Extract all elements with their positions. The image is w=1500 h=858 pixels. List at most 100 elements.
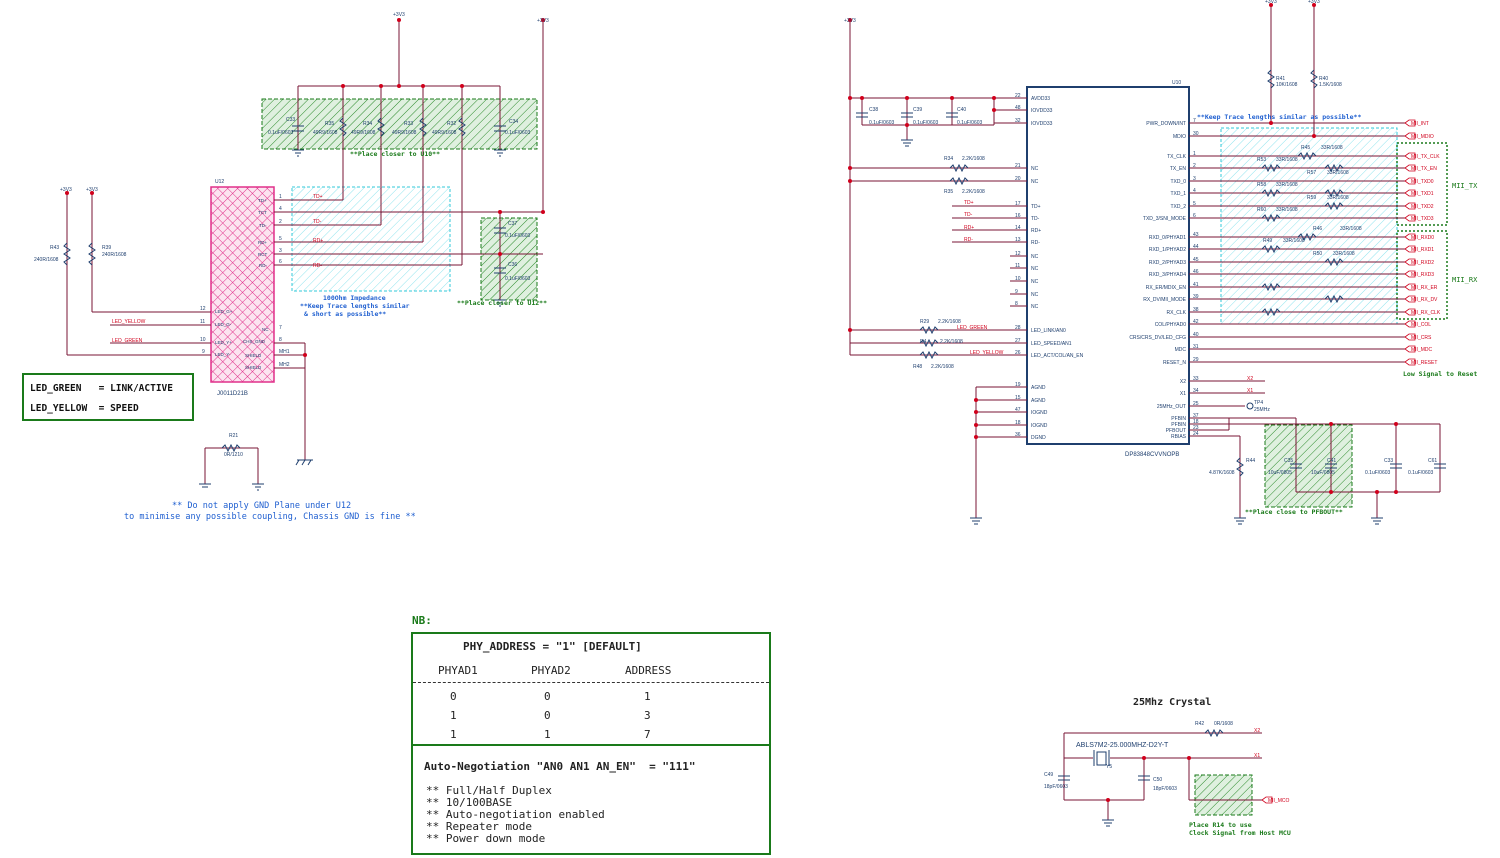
mii-port-marker: [1404, 132, 1416, 140]
legend-line: LED_GREEN = LINK/ACTIVE: [30, 383, 173, 394]
resistor-ref: R21: [229, 433, 238, 439]
resistor-ref: R43: [50, 245, 59, 251]
phy-pin-name: AGND: [1031, 385, 1046, 391]
note-keep-trace-right: **Keep Trace lengths similar as possible…: [1197, 113, 1361, 121]
part-ref: R45: [1301, 145, 1310, 151]
phy-pin-name: NC: [1031, 304, 1039, 310]
phy-pin-number: 26: [1015, 350, 1021, 356]
crystal-part: ABLS7M2-25.000MHZ-D2Y-T: [1076, 742, 1169, 749]
phy-pin-number: 32: [1015, 118, 1021, 124]
phy-chip-u10: [1026, 86, 1190, 445]
mii-port-marker: [1261, 796, 1273, 804]
part-ref: R57: [1307, 170, 1316, 176]
phy-pin-name: RD-: [1031, 240, 1040, 246]
an-item: ** Auto-negotiation enabled: [426, 808, 605, 821]
mii-port-marker: [1404, 258, 1416, 266]
part-value: 2.2K/1608: [962, 189, 985, 195]
part-ref: R35: [944, 189, 953, 195]
part-value: 4.87K/1608: [1209, 470, 1235, 476]
pin-number: 5: [279, 236, 282, 242]
power-label: +3V3: [844, 18, 856, 24]
mii-net-label: MII_RXD0: [1411, 235, 1434, 241]
phy-pin-number: 2: [1193, 163, 1196, 169]
note-gnd-plane: ** Do not apply GND Plane under U12: [172, 501, 351, 511]
phy-pin-name: RXD_0/PHYAD1: [1149, 235, 1186, 241]
part-value: 2.2K/1608: [938, 319, 961, 325]
phy-pin-name: AVDD33: [1031, 96, 1050, 102]
phy-pin-number: 46: [1193, 269, 1199, 275]
mii-net-label: MII_TXD0: [1411, 179, 1434, 185]
phy-pin-number: 39: [1193, 294, 1199, 300]
label-mii-tx: MII_TX: [1452, 182, 1478, 190]
table-cell: 1: [450, 709, 457, 722]
an-item: ** Power down mode: [426, 832, 546, 845]
phy-address-table: PHY_ADDRESS = "1" [DEFAULT] PHYAD1 PHYAD…: [411, 632, 771, 746]
phy-pin-name: NC: [1031, 254, 1039, 260]
part-ref: C49: [1044, 772, 1053, 778]
phy-pin-number: 10: [1015, 276, 1021, 282]
mii-net-label: MII_TX_CLK: [1411, 154, 1440, 160]
mii-port-marker: [1404, 245, 1416, 253]
resistor-value: 240R/1608: [34, 257, 59, 263]
part-ref: R4: [920, 339, 927, 345]
phy-pin-name: X2: [1180, 379, 1186, 385]
net-label: TD-: [313, 219, 322, 225]
part-ref: R33: [404, 121, 413, 127]
mii-net-label: MII_MCO: [1268, 798, 1290, 804]
net-label: RD-: [313, 263, 322, 269]
mii-port-marker: [1404, 333, 1416, 341]
part-ref: R59: [1307, 195, 1316, 201]
pin-name: LED_G+: [215, 309, 233, 314]
mii-net-label: MII_RX_CLK: [1411, 310, 1441, 316]
pin-number: 2: [279, 219, 282, 225]
phy-wires: [849, 5, 1441, 820]
pin-number: 12: [200, 306, 206, 312]
part-ref: R44: [1246, 458, 1255, 464]
pin-number: 6: [279, 259, 282, 265]
phy-pin-name: TXD_1: [1170, 191, 1186, 197]
left-wires: [66, 20, 544, 484]
an-item: ** Full/Half Duplex: [426, 784, 552, 797]
part-ref: C34: [509, 119, 518, 125]
power-label: +3V3: [1265, 0, 1277, 5]
mii-net-label: MII_RX_DV: [1411, 297, 1438, 303]
phy-ref: U10: [1172, 80, 1181, 86]
table-cell: 0: [544, 709, 551, 722]
phy-pin-number: 6: [1193, 213, 1196, 219]
phy-pin-name: RD+: [1031, 228, 1041, 234]
pin-name: SHIELD: [245, 353, 262, 358]
phy-pin-number: 41: [1193, 282, 1199, 288]
part-ref: C38: [869, 107, 878, 113]
crystal-ref: Y5: [1106, 764, 1112, 770]
part-ref: R42: [1195, 721, 1204, 727]
phy-pin-number: 8: [1015, 301, 1018, 307]
table-cell: 0: [544, 690, 551, 703]
phy-grounds: [901, 139, 1383, 827]
resistor-ref: R39: [102, 245, 111, 251]
net-label: X2: [1254, 728, 1260, 734]
table-header: ADDRESS: [625, 664, 672, 677]
phy-pin-name: AGND: [1031, 398, 1046, 404]
phy-pin-number: 9: [1015, 289, 1018, 295]
part-ref: R29: [920, 319, 929, 325]
phy-pin-name: RX_ER/MDIX_EN: [1146, 285, 1187, 291]
part-ref: R34: [363, 121, 372, 127]
phy-pin-name: LED_ACT/COL/AN_EN: [1031, 353, 1084, 359]
part-ref: C36: [508, 262, 517, 268]
part-ref: R60: [1257, 207, 1266, 213]
mii-port-marker: [1404, 119, 1416, 127]
pin-number: 11: [200, 319, 205, 325]
an-title: Auto-Negotiation "AN0 AN1 AN_EN" = "111": [424, 760, 696, 773]
mii-net-label: MII_MDIO: [1411, 134, 1434, 140]
part-value: 49R9/1608: [351, 130, 376, 136]
phy-pin-name: TD+: [1031, 204, 1041, 210]
mii-net-label: MII_MDC: [1411, 347, 1433, 353]
an-item: ** Repeater mode: [426, 820, 532, 833]
part-ref: R53: [1257, 157, 1266, 163]
part-ref: R58: [1257, 182, 1266, 188]
phy-pin-name: TD-: [1031, 216, 1040, 222]
part-ref: C40: [957, 107, 966, 113]
phy-pin-name: RX_CLK: [1167, 310, 1187, 316]
part-value: 1.5K/1608: [1319, 82, 1342, 88]
tp-ref: TP4: [1254, 400, 1263, 406]
